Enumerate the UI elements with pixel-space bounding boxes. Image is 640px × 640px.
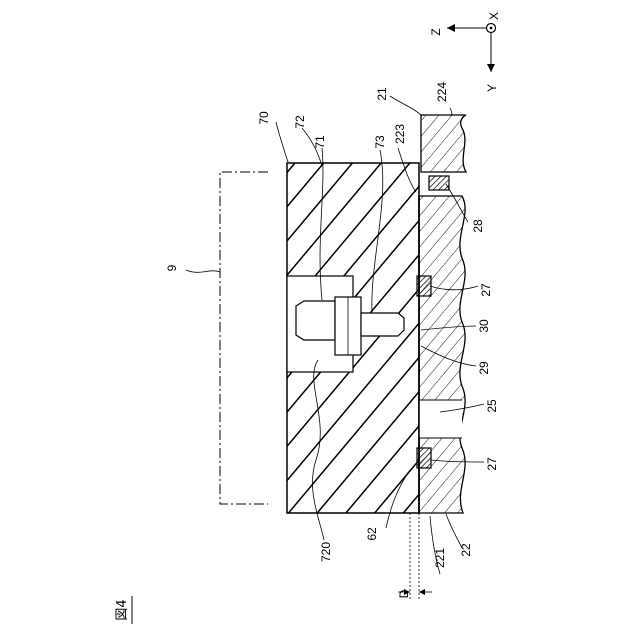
label-720: 720: [319, 542, 333, 562]
label-27-upper: 27: [479, 283, 493, 297]
axis-label-z: Z: [429, 28, 443, 35]
label-25: 25: [485, 399, 499, 413]
label-73: 73: [373, 135, 387, 149]
label-70: 70: [257, 111, 271, 125]
axis-label-y: Y: [485, 84, 499, 92]
member-21: [421, 115, 466, 172]
gap-d-dimension: [398, 513, 432, 600]
seal-27-upper: [417, 276, 431, 296]
label-22: 22: [459, 543, 473, 557]
seal-27-lower: [417, 448, 431, 468]
seal-28: [429, 176, 449, 190]
label-21: 21: [375, 87, 389, 101]
label-29: 29: [477, 361, 491, 375]
label-224: 224: [435, 82, 449, 102]
label-9: 9: [165, 264, 179, 271]
label-30: 30: [477, 319, 491, 333]
label-28: 28: [471, 219, 485, 233]
figure-label: 図4: [115, 599, 130, 620]
label-27-lower: 27: [485, 457, 499, 471]
axis-indicator: [447, 24, 496, 73]
groove-25: [419, 400, 462, 438]
label-62: 62: [365, 527, 379, 541]
label-72: 72: [293, 115, 307, 129]
label-d: D: [397, 589, 411, 598]
label-71: 71: [313, 135, 327, 149]
label-223: 223: [393, 124, 407, 144]
label-221: 221: [433, 548, 447, 568]
object-9-outline: [220, 172, 268, 504]
axis-label-x: X: [487, 12, 501, 20]
